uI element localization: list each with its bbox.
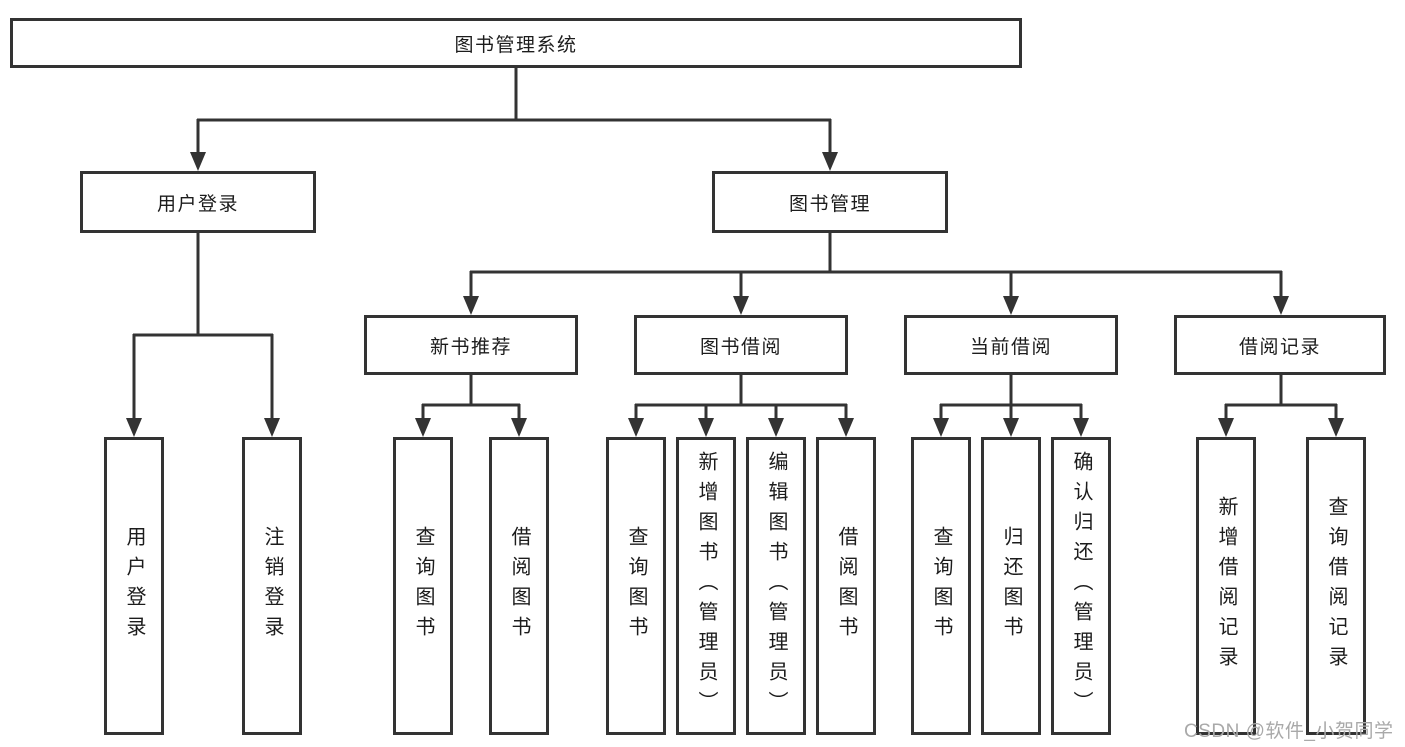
node-new-book-recommend: 新书推荐 bbox=[364, 315, 578, 375]
leaf-label: 借阅图书 bbox=[835, 526, 857, 646]
node-label: 用户登录 bbox=[156, 193, 239, 215]
node-label: 图书管理系统 bbox=[454, 34, 578, 56]
node-user-login: 用户登录 bbox=[80, 171, 316, 233]
csdn-watermark: CSDN @软件_小贺同学 bbox=[1184, 721, 1394, 742]
leaf-return-books: 归还图书 bbox=[981, 437, 1041, 735]
leaf-label: 归还图书 bbox=[1000, 526, 1022, 646]
leaf-confirm-return-admin: 确认归还（管理员） bbox=[1051, 437, 1111, 735]
node-book-management: 图书管理 bbox=[712, 171, 948, 233]
leaf-label: 确认归还（管理员） bbox=[1070, 451, 1092, 721]
leaf-label: 查询图书 bbox=[412, 526, 434, 646]
leaf-query-books: 查询图书 bbox=[911, 437, 971, 735]
leaf-logout: 注销登录 bbox=[242, 437, 302, 735]
node-book-borrow: 图书借阅 bbox=[634, 315, 848, 375]
leaf-edit-books-admin: 编辑图书（管理员） bbox=[746, 437, 806, 735]
leaf-label: 查询图书 bbox=[930, 526, 952, 646]
node-current-borrow: 当前借阅 bbox=[904, 315, 1118, 375]
node-borrow-records: 借阅记录 bbox=[1174, 315, 1386, 375]
leaf-label: 新增借阅记录 bbox=[1215, 496, 1237, 676]
leaf-label: 查询借阅记录 bbox=[1325, 496, 1347, 676]
leaf-label: 注销登录 bbox=[261, 526, 283, 646]
leaf-add-borrow-record: 新增借阅记录 bbox=[1196, 437, 1256, 735]
leaf-label: 新增图书（管理员） bbox=[695, 451, 717, 721]
leaf-query-books: 查询图书 bbox=[606, 437, 666, 735]
leaf-user-login: 用户登录 bbox=[104, 437, 164, 735]
leaf-add-books-admin: 新增图书（管理员） bbox=[676, 437, 736, 735]
leaf-query-books: 查询图书 bbox=[393, 437, 453, 735]
leaf-query-borrow-record: 查询借阅记录 bbox=[1306, 437, 1366, 735]
node-label: 借阅记录 bbox=[1238, 336, 1321, 358]
node-label: 新书推荐 bbox=[429, 336, 512, 358]
leaf-borrow-books: 借阅图书 bbox=[489, 437, 549, 735]
leaf-borrow-books: 借阅图书 bbox=[816, 437, 876, 735]
leaf-label: 用户登录 bbox=[123, 526, 145, 646]
node-label: 当前借阅 bbox=[969, 336, 1052, 358]
leaf-label: 借阅图书 bbox=[508, 526, 530, 646]
leaf-label: 编辑图书（管理员） bbox=[765, 451, 787, 721]
node-label: 图书管理 bbox=[788, 193, 871, 215]
node-label: 图书借阅 bbox=[699, 336, 782, 358]
node-library-management-system: 图书管理系统 bbox=[10, 18, 1022, 68]
leaf-label: 查询图书 bbox=[625, 526, 647, 646]
